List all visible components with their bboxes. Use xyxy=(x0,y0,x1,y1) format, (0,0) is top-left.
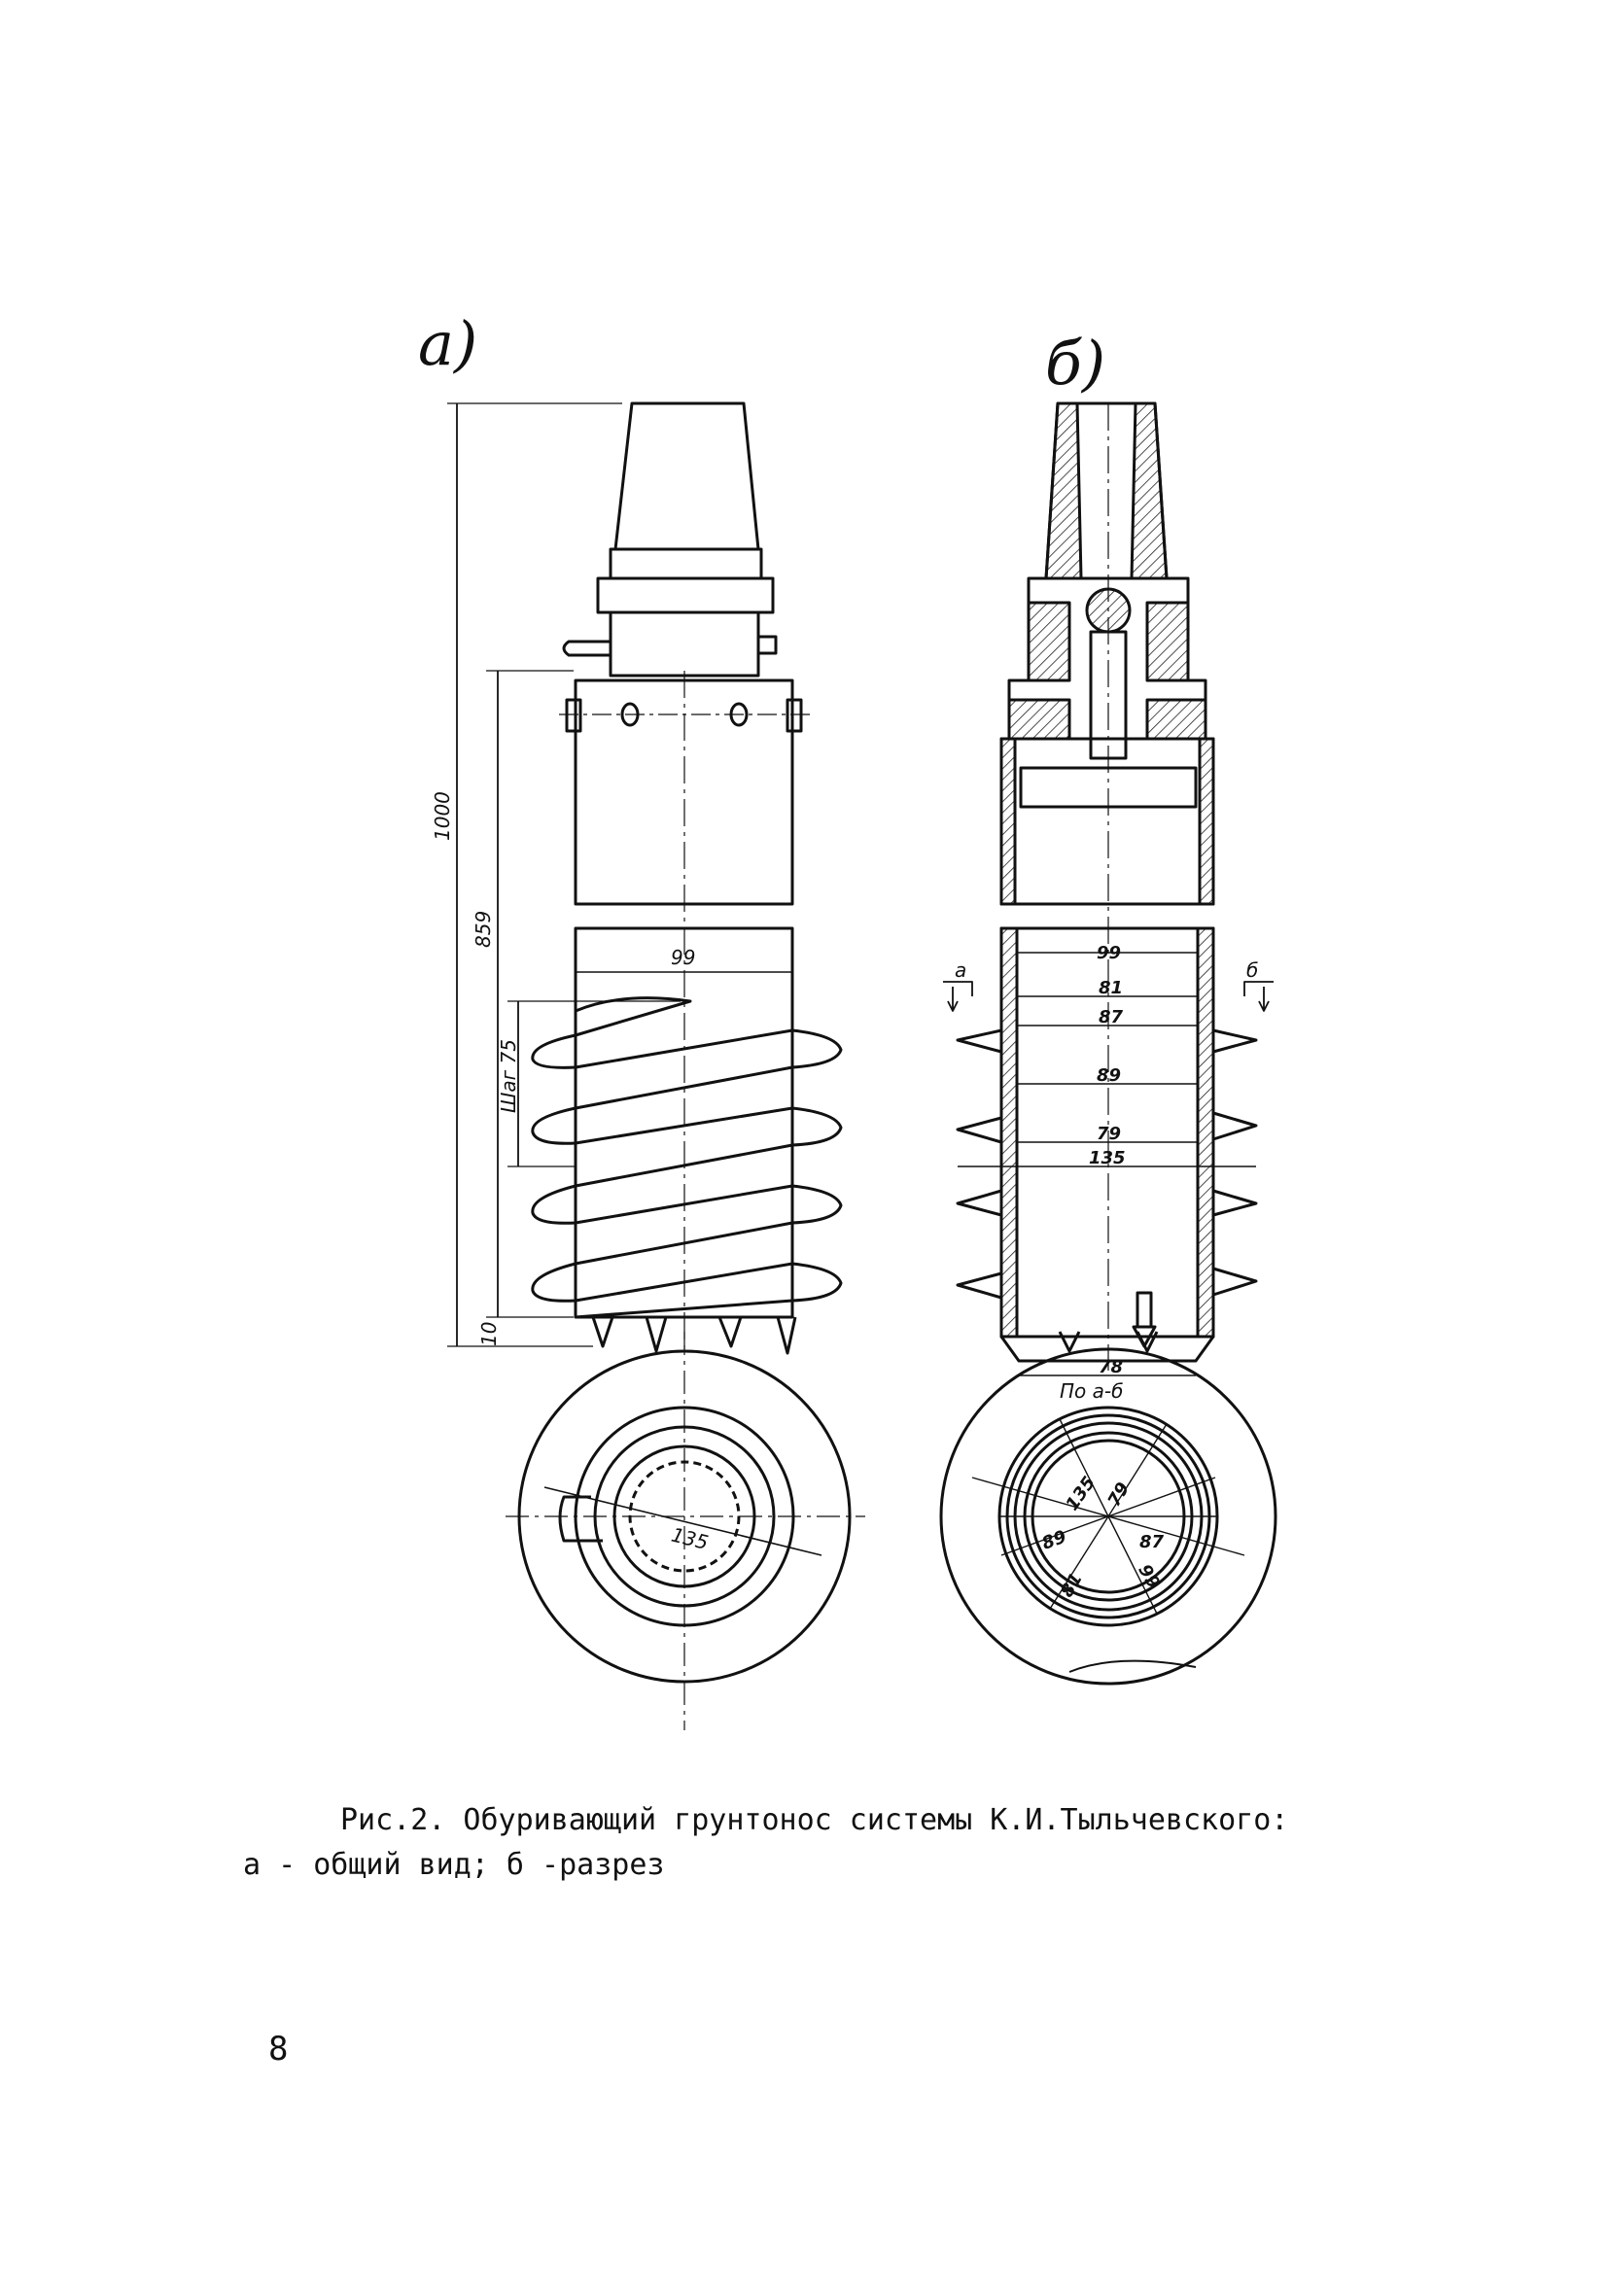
dim-b-89: 89 xyxy=(1097,1065,1121,1086)
dim-tube-diameter: 99 xyxy=(671,946,695,969)
dim-b-87: 87 xyxy=(1099,1007,1124,1027)
view-a-auger-flight-1 xyxy=(531,996,843,1110)
view-a-pin-right xyxy=(758,635,778,655)
plan-label-89: 89 xyxy=(1039,1527,1069,1554)
view-a-auger-flight-3 xyxy=(531,1184,843,1266)
plan-label-135: 135 xyxy=(1062,1473,1100,1514)
dim-bottom: 10 xyxy=(477,1322,501,1346)
dim-pitch: Шаг 75 xyxy=(497,1039,520,1113)
view-a-label: а) xyxy=(418,308,477,379)
view-a-tube-upper xyxy=(574,678,794,906)
view-b-plan-outer xyxy=(939,1347,1277,1686)
technical-drawing: а) б) 1000 859 Шаг 75 99 10 135 99 81 87… xyxy=(418,308,1277,1730)
dim-total-height: 1000 xyxy=(431,791,454,841)
dim-b-78: 78 xyxy=(1099,1357,1123,1377)
view-a-adapter xyxy=(596,576,775,614)
view-a-auger-flight-2 xyxy=(531,1106,843,1188)
section-caption: По а-б xyxy=(1060,1379,1123,1403)
view-a-auger-flight-4 xyxy=(531,1262,843,1319)
dim-body-height: 859 xyxy=(472,911,495,948)
view-a xyxy=(447,401,865,1730)
section-marker-right: б xyxy=(1246,958,1258,982)
view-a-tube-lower xyxy=(574,926,794,1319)
dim-b-81: 81 xyxy=(1099,978,1123,998)
view-a-clamp-left xyxy=(565,698,582,733)
dim-b-135: 135 xyxy=(1089,1148,1126,1168)
dim-b-79: 79 xyxy=(1097,1124,1121,1144)
view-a-teeth xyxy=(591,1316,797,1355)
view-a-coupling xyxy=(609,610,760,678)
page-number: 8 xyxy=(268,2030,289,2069)
caption-line-2: а - общий вид; б -разрез xyxy=(243,1848,665,1882)
view-b-tube-upper xyxy=(999,737,1215,906)
section-marker-left: а xyxy=(955,958,966,982)
caption-line-1: Рис.2. Обуривающий грунтонос системы К.И… xyxy=(340,1803,1289,1837)
view-b-flights xyxy=(956,1028,1258,1300)
dim-plan-diameter: 135 xyxy=(669,1523,711,1555)
view-a-pin-left xyxy=(562,640,611,657)
view-b xyxy=(939,401,1277,1686)
figure-caption: Рис.2. Обуривающий грунтонос системы К.И… xyxy=(243,1798,1410,1888)
view-b-label: б) xyxy=(1045,328,1105,399)
plan-label-87: 87 xyxy=(1139,1532,1165,1552)
dim-b-99: 99 xyxy=(1097,943,1121,963)
view-a-clamp-right xyxy=(786,698,803,733)
view-a-collar xyxy=(609,547,763,580)
view-a-cone xyxy=(613,401,760,551)
